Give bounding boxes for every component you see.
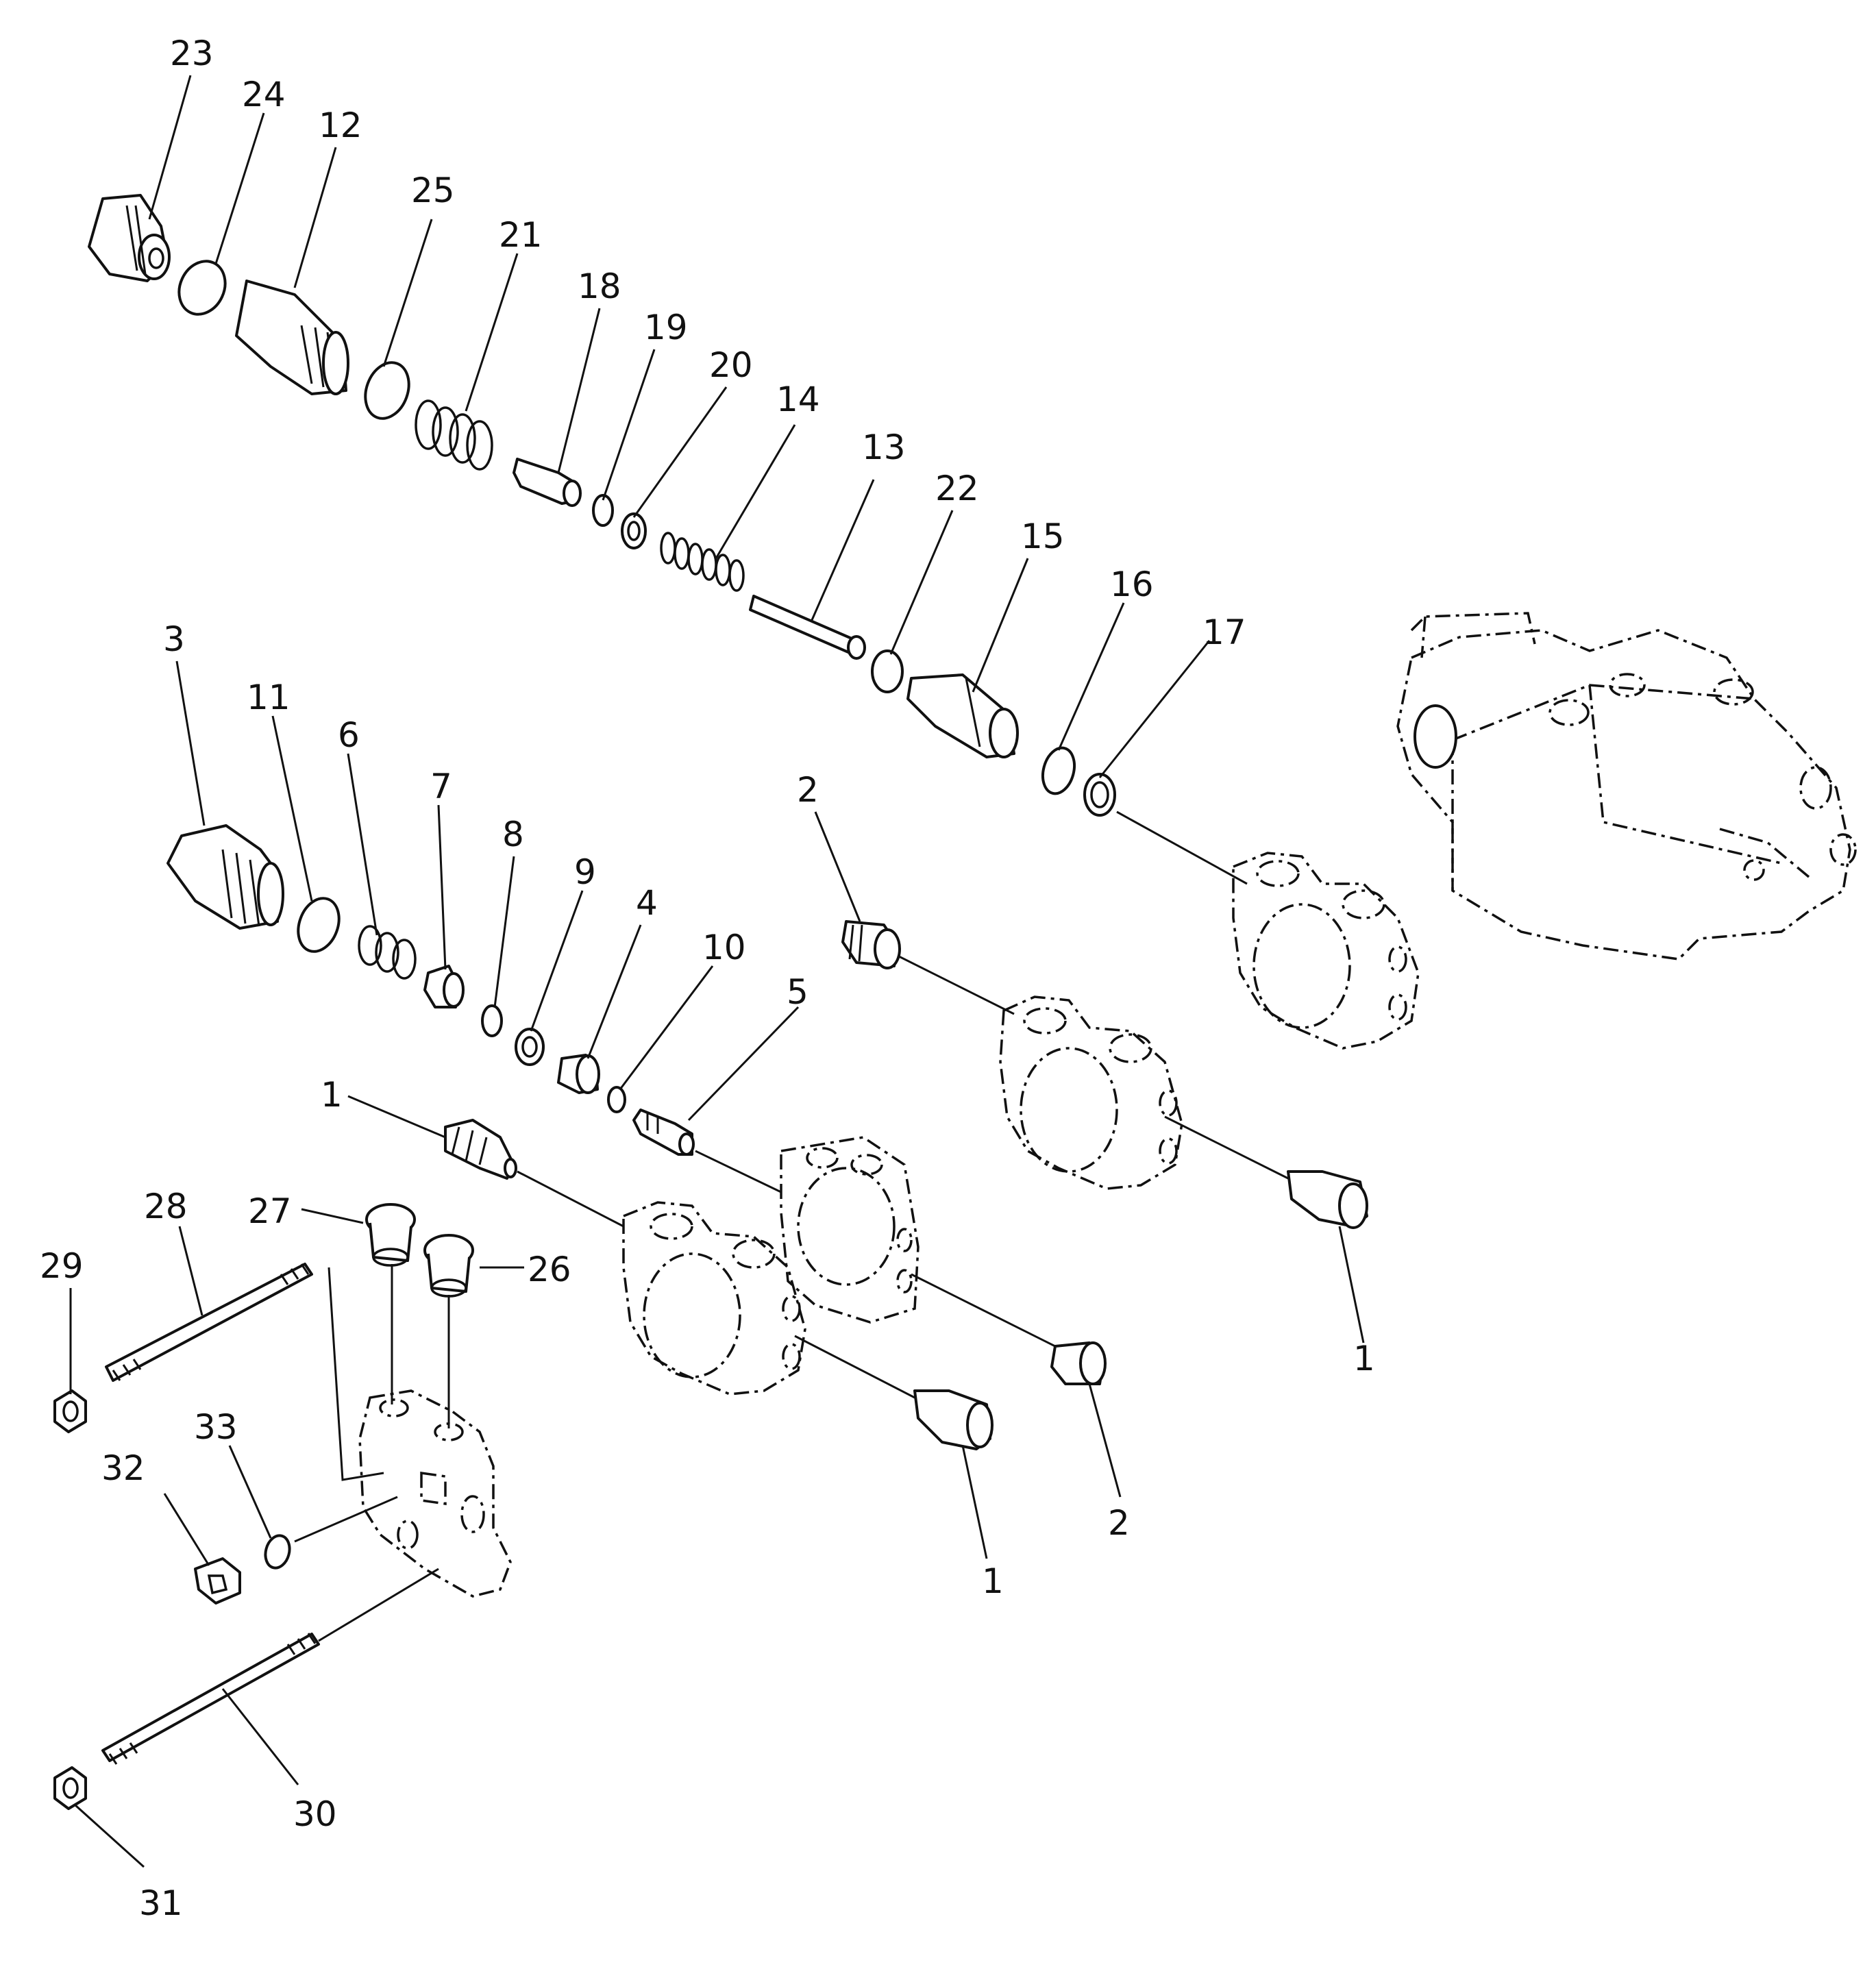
callout-leaders <box>69 75 1365 1868</box>
part-23-plug <box>88 194 171 282</box>
part-7-piston <box>423 965 465 1008</box>
callout-24: 24 <box>242 75 286 114</box>
callout-8: 8 <box>502 815 524 854</box>
callout-12: 12 <box>319 106 362 145</box>
callout-27: 27 <box>248 1191 292 1231</box>
callout-16: 16 <box>1110 565 1154 604</box>
part-4-sleeve <box>557 1054 600 1094</box>
callout-19: 19 <box>644 308 688 347</box>
callout-32: 32 <box>101 1448 145 1488</box>
part-25-o-ring <box>364 361 410 420</box>
callout-23: 23 <box>170 34 214 73</box>
part-29-nut-upper <box>53 1389 87 1433</box>
part-1-plug-lower <box>913 1389 993 1450</box>
part-10-ring <box>607 1086 626 1113</box>
callout-33: 33 <box>194 1407 238 1447</box>
part-1-plug-upper-right <box>1287 1170 1368 1229</box>
callout-28: 28 <box>144 1187 188 1226</box>
callout-1-right: 1 <box>1353 1339 1375 1378</box>
part-5-poppet <box>632 1109 695 1156</box>
callout-6: 6 <box>338 715 360 755</box>
part-16-o-ring <box>1041 746 1076 795</box>
callout-1-left: 1 <box>321 1075 343 1115</box>
callout-20: 20 <box>709 345 753 385</box>
part-22-ring <box>871 649 904 693</box>
section-plate-top <box>1232 852 1420 1050</box>
assembly-lines <box>294 810 1289 1642</box>
part-8-ring <box>481 1004 503 1037</box>
part-9-ring <box>515 1028 545 1066</box>
callout-2-lower: 2 <box>1108 1503 1130 1543</box>
callout-labels: 23 24 12 25 21 18 19 20 14 13 22 15 16 1… <box>40 34 1375 1923</box>
part-18-poppet <box>513 458 582 507</box>
part-3-valve-body <box>166 824 284 930</box>
callout-18: 18 <box>578 267 621 306</box>
callout-21: 21 <box>499 215 543 255</box>
part-2-plug-upper <box>841 920 901 969</box>
part-21-spring <box>415 399 493 471</box>
part-31-nut-lower <box>53 1766 87 1810</box>
part-11-o-ring <box>297 897 341 953</box>
part-28-tie-bolt <box>105 1263 313 1382</box>
part-30-tie-bolt <box>101 1633 320 1765</box>
callout-29-upper: 29 <box>40 1246 84 1286</box>
section-plate-square <box>780 1136 920 1324</box>
callout-1-bottom: 1 <box>982 1561 1004 1601</box>
callout-17: 17 <box>1202 612 1246 652</box>
control-valve-assembly <box>1396 612 1857 961</box>
part-33-o-ring <box>264 1534 291 1570</box>
part-1-plug-left <box>444 1119 517 1180</box>
part-20-ring <box>621 512 647 549</box>
callout-2-upper: 2 <box>797 770 819 810</box>
callout-30: 30 <box>293 1794 337 1834</box>
part-6-spring <box>358 925 417 980</box>
part-26-plug <box>423 1234 474 1298</box>
callout-22: 22 <box>935 469 979 508</box>
part-12-valve-body <box>235 280 349 395</box>
callout-5: 5 <box>787 972 809 1012</box>
part-32-plug <box>194 1557 241 1605</box>
callout-15: 15 <box>1021 517 1065 556</box>
part-19-ring <box>592 494 614 527</box>
section-plate-middle <box>999 995 1183 1190</box>
callout-25: 25 <box>411 171 455 210</box>
callout-11: 11 <box>247 678 291 717</box>
callout-7: 7 <box>430 767 452 806</box>
end-cap-body <box>358 1389 512 1598</box>
callout-31: 31 <box>139 1883 183 1923</box>
part-27-plug <box>365 1203 416 1267</box>
part-17-o-ring <box>1083 773 1116 817</box>
callout-10: 10 <box>702 928 746 967</box>
callout-4: 4 <box>636 883 658 923</box>
callout-9: 9 <box>574 852 596 892</box>
part-14-spring <box>660 532 745 592</box>
part-24-o-ring <box>177 260 227 316</box>
callout-13: 13 <box>862 428 906 467</box>
callout-14: 14 <box>776 380 820 419</box>
callout-3: 3 <box>163 619 185 659</box>
part-13-pin <box>749 595 866 660</box>
callout-26: 26 <box>528 1250 571 1289</box>
part-2-plug-lower <box>1050 1341 1107 1385</box>
part-15-sleeve <box>906 673 1019 758</box>
section-plate-bottom <box>622 1201 806 1396</box>
